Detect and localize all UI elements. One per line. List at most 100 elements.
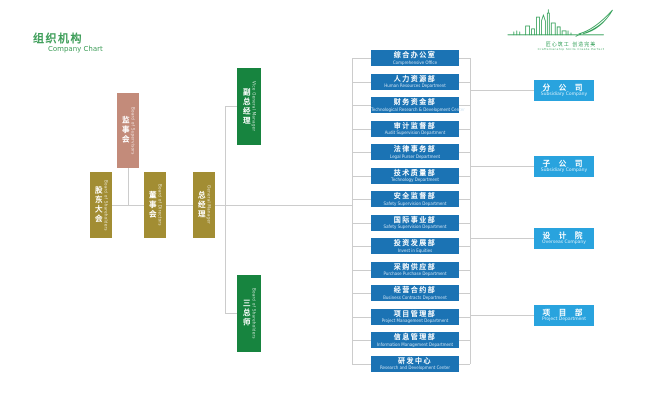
- connector-three-chiefs-stub: [225, 313, 237, 314]
- connector-department-stub-left: [352, 152, 371, 153]
- box-supervisors-label-cn: 监事会: [121, 116, 131, 145]
- branch-name-en: Project Department: [541, 316, 587, 322]
- branch-name-en: Overseas Company: [542, 239, 586, 245]
- connector-department-stub-right: [459, 269, 470, 271]
- page-subtitle: Company Chart: [48, 45, 103, 53]
- connector-department-stub-right: [459, 152, 470, 153]
- department-name-cn: 安全监督部: [393, 192, 437, 200]
- department-name-cn: 国际事业部: [393, 215, 437, 224]
- department-name-en: Purchase Purchase Department: [383, 271, 447, 276]
- connector-department-stub-right: [459, 316, 470, 318]
- connector-branch-stub: [470, 238, 534, 239]
- box-three-chiefs-label-cn: 三总师: [242, 299, 252, 328]
- box-three-chiefs-label-en: Board of Shareholders: [251, 288, 257, 339]
- connector-branch-stub: [470, 90, 534, 91]
- branch-name-cn: 项 目 部: [542, 307, 586, 317]
- connector-department-stub-left: [352, 199, 371, 200]
- skyline-quill-icon: [507, 9, 613, 37]
- department-name-en: Research and Development Center: [379, 365, 451, 370]
- connector-department-trunk-right: [470, 58, 471, 364]
- department-name-cn: 财务资金部: [393, 98, 437, 106]
- connector-department-stub-right: [459, 340, 470, 341]
- connector-gm-trunk: [215, 205, 352, 206]
- connector-branch-stub: [470, 315, 534, 316]
- connector-department-stub-right: [459, 363, 470, 365]
- department-name-en: Safety Supervision Department: [383, 200, 447, 206]
- department-name-cn: 人力资源部: [393, 74, 437, 83]
- connector-department-stub-left: [352, 105, 371, 106]
- department-name-en: Audit Supervision Department: [384, 130, 446, 135]
- box-supervisors: 监事会 Board of Supervisors: [117, 93, 139, 168]
- connector-department-stub-right: [459, 246, 470, 247]
- box-supervisors-label-en: Board of Supervisors: [130, 106, 136, 155]
- box-vice-general-manager-label-cn: 副总经理: [242, 87, 252, 126]
- connector-department-stub-left: [352, 58, 371, 59]
- company-logo: 匠心筑工 创造完美 Craftsmanship Skills Create Pe…: [502, 8, 640, 52]
- department-name-cn: 审计监督部: [393, 121, 437, 130]
- department-name-cn: 项目管理部: [393, 309, 437, 318]
- connector-department-stub-right: [459, 128, 470, 130]
- logo-tagline-cn: 匠心筑工 创造完美: [545, 42, 597, 48]
- connector-department-stub-right: [459, 58, 470, 59]
- box-vice-general-manager: 副总经理 Vice General Manager: [237, 68, 261, 145]
- department-name-cn: 采购供应部: [393, 262, 437, 271]
- branch-name-cn: 子 公 司: [542, 158, 586, 168]
- department-name-en: Invest in Equities: [397, 247, 433, 253]
- box-shareholders: 股东大会 Board of Shareholders: [90, 172, 112, 238]
- department-name-en: Business Contracts Department: [383, 294, 447, 300]
- box-general-manager-label-en: General Manager: [206, 185, 212, 225]
- department-name-en: Legal Purser Department: [389, 153, 441, 159]
- department-name-cn: 综合办公室: [393, 51, 437, 59]
- connector-department-stub-left: [352, 316, 371, 318]
- connector-department-stub-left: [352, 293, 371, 294]
- department-name-cn: 研发中心: [398, 356, 432, 365]
- connector-department-stub-left: [352, 246, 371, 247]
- department-name-en: Human Resources Department: [384, 83, 446, 88]
- box-three-chiefs: 三总师 Board of Shareholders: [237, 275, 261, 352]
- department-name-cn: 经营合约部: [393, 286, 437, 294]
- box-directors-label-en: Board of Directors: [157, 184, 163, 226]
- connector-department-stub-left: [352, 81, 371, 83]
- department-name-en: Safety Supervision Department: [383, 224, 447, 229]
- connector-department-stub-left: [352, 128, 371, 130]
- connector-department-stub-right: [459, 199, 470, 200]
- connector-department-trunk-left: [352, 58, 353, 364]
- department-name-en: Information Management Department: [376, 341, 454, 347]
- connector-vgm-stub: [225, 106, 237, 107]
- connector-department-stub-right: [459, 81, 470, 83]
- department-name-cn: 投资发展部: [393, 239, 437, 247]
- connector-department-stub-right: [459, 105, 470, 106]
- connector-department-stub-left: [352, 340, 371, 341]
- connector-department-stub-right: [459, 293, 470, 294]
- box-directors: 董事会 Board of Directors: [144, 172, 166, 238]
- department-name-cn: 法律事务部: [393, 145, 437, 153]
- branch-name-en: Subsidiary Company: [540, 167, 588, 173]
- box-shareholders-label-en: Board of Shareholders: [103, 179, 109, 231]
- connector-department-stub-left: [352, 222, 371, 224]
- connector-department-stub-right: [459, 175, 470, 177]
- connector-directors-gm: [166, 205, 193, 206]
- department-name-cn: 信息管理部: [393, 333, 437, 341]
- department-name-en: Technological Research & Development Cen…: [371, 106, 465, 112]
- department-name-en: Technology Department: [391, 177, 439, 182]
- connector-supervisors-drop: [128, 168, 129, 206]
- box-vice-general-manager-label-en: Vice General Manager: [251, 81, 257, 132]
- box-general-manager: 总经理 General Manager: [193, 172, 215, 238]
- connector-department-stub-left: [352, 175, 371, 177]
